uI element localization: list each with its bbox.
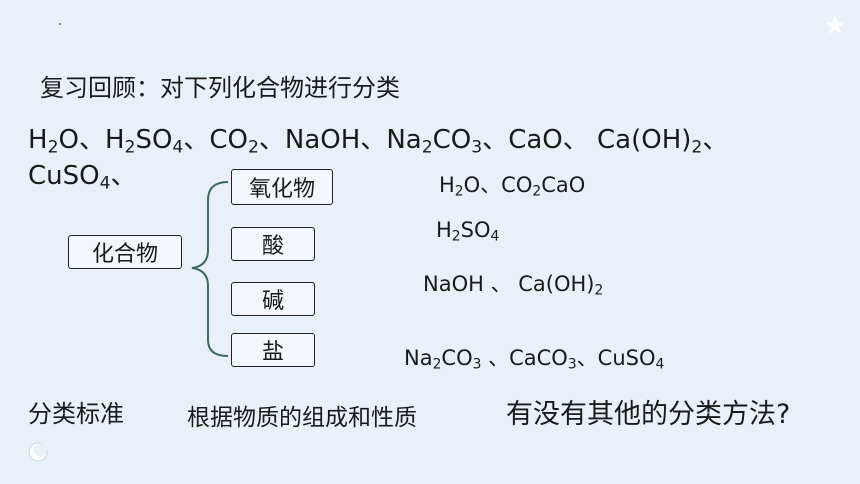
formula-subscript: 2: [594, 282, 604, 299]
compounds-line-2: CuSO4、: [28, 155, 137, 192]
formula-text: 、: [183, 125, 210, 155]
formula-subscript: 3: [471, 137, 483, 158]
formula-subscript: 4: [490, 228, 500, 245]
decor-dot: [59, 23, 61, 25]
acid-examples: H2SO4: [436, 218, 500, 245]
star-icon: [824, 14, 846, 35]
formula-subscript: 4: [172, 137, 184, 158]
formula-subscript: 2: [432, 356, 442, 373]
category-base-label: 碱: [261, 289, 284, 314]
root-compound-label: 化合物: [91, 242, 158, 267]
category-salt-label: 盐: [261, 340, 284, 365]
formula-text: NaOH、: [284, 125, 387, 155]
formula-subscript: 2: [451, 228, 461, 245]
category-oxide-box: 氧化物: [231, 169, 333, 205]
formula-text: H: [104, 125, 125, 155]
formula-text: 、CuSO: [576, 346, 656, 370]
formula-text: CO: [432, 125, 472, 155]
formula-text: SO: [460, 218, 491, 242]
formula-subscript: 2: [247, 137, 259, 158]
base-examples: NaOH 、 Ca(OH)2: [423, 268, 603, 298]
formula-subscript: 4: [99, 173, 111, 194]
formula-text: Na: [386, 125, 422, 155]
formula-subscript: 3: [472, 356, 482, 373]
formula-subscript: 2: [47, 137, 59, 158]
formula-text: 、: [258, 125, 285, 155]
formula-text: CuSO: [28, 161, 100, 191]
criteria-label: 分类标准: [28, 400, 124, 428]
formula-subscript: 2: [691, 137, 703, 158]
formula-subscript: 2: [421, 137, 433, 158]
category-acid-label: 酸: [261, 234, 284, 259]
formula-text: CO: [501, 173, 533, 197]
formula-text: CO: [441, 346, 473, 370]
formula-text: 、: [702, 125, 729, 155]
formula-text: H: [436, 218, 452, 242]
formula-text: Ca(OH): [597, 125, 692, 155]
category-oxide-label: 氧化物: [248, 177, 315, 202]
moon-icon: [28, 442, 48, 462]
formula-text: CaO: [541, 173, 586, 197]
formula-text: O、: [58, 125, 105, 155]
category-salt-box: 盐: [231, 333, 315, 367]
formula-subscript: 2: [532, 183, 542, 200]
formula-subscript: 4: [655, 356, 665, 373]
formula-text: 、: [110, 161, 137, 191]
formula-subscript: 3: [567, 356, 577, 373]
page-title: 复习回顾：对下列化合物进行分类: [40, 74, 400, 102]
salt-examples: Na2CO3 、CaCO3、CuSO4: [404, 342, 664, 372]
criteria-value: 根据物质的组成和性质: [187, 405, 417, 431]
formula-text: 、CaCO: [481, 346, 568, 370]
formula-subscript: 2: [454, 183, 464, 200]
formula-text: 、: [482, 125, 509, 155]
root-compound-box: 化合物: [68, 235, 182, 269]
question-text: 有没有其他的分类方法?: [506, 399, 791, 430]
category-base-box: 碱: [231, 282, 315, 316]
formula-text: H: [439, 173, 455, 197]
formula-text: Na: [404, 346, 433, 370]
formula-text: CaO、: [508, 125, 598, 155]
formula-subscript: 2: [124, 137, 136, 158]
formula-text: O、: [463, 173, 502, 197]
compounds-line-1: H2O、H2SO4、CO2、NaOH、Na2CO3、CaO、 Ca(OH)2、: [28, 119, 728, 156]
oxide-examples: H2O、CO2CaO: [439, 169, 585, 199]
formula-text: H: [28, 125, 48, 155]
category-acid-box: 酸: [231, 227, 315, 261]
formula-text: CO: [209, 125, 248, 155]
formula-text: NaOH 、 Ca(OH): [423, 272, 595, 296]
formula-text: SO: [135, 125, 173, 155]
